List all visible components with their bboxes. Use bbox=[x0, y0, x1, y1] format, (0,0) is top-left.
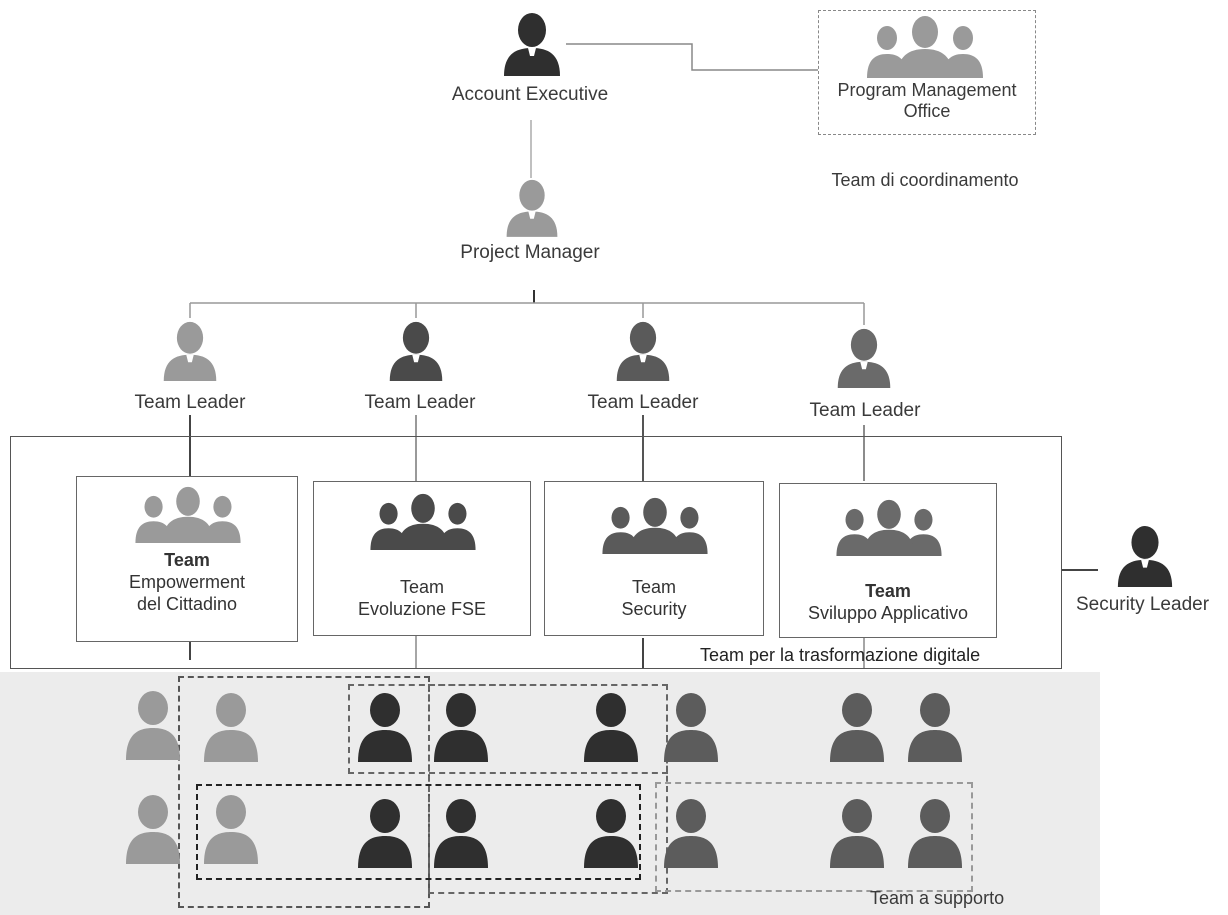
people-group-icon bbox=[867, 16, 983, 78]
team-leader-1-avatar bbox=[160, 318, 220, 387]
security-leader-avatar bbox=[1114, 522, 1176, 593]
support-person-icon bbox=[662, 796, 720, 873]
person-icon bbox=[837, 328, 891, 388]
person-icon bbox=[504, 13, 560, 76]
project-manager-avatar bbox=[503, 176, 561, 243]
digital-transformation-label: Team per la trasformazione digitale bbox=[700, 645, 981, 665]
person-icon bbox=[506, 179, 558, 237]
people-group-icon bbox=[836, 499, 942, 556]
project-manager-label: Project Manager bbox=[460, 242, 600, 263]
coordination-team-label: Team di coordinamento bbox=[831, 170, 1019, 190]
support-person-icon bbox=[124, 688, 182, 765]
team-empowerment-line3: del Cittadino bbox=[136, 594, 238, 614]
team-leader-2-avatar bbox=[386, 318, 446, 387]
team-security-line1: Team bbox=[631, 577, 676, 597]
person-icon bbox=[616, 321, 670, 381]
team-leader-2-label: Team Leader bbox=[364, 392, 476, 413]
account-executive-label: Account Executive bbox=[451, 84, 609, 105]
pmo-box bbox=[818, 10, 1036, 135]
support-person-icon bbox=[202, 690, 260, 767]
team-box-evoluzione: Team Evoluzione FSE bbox=[313, 481, 531, 636]
team-leader-4-label: Team Leader bbox=[809, 400, 921, 421]
team-sviluppo-line2: Sviluppo Applicativo bbox=[807, 603, 969, 623]
support-group-d bbox=[196, 784, 641, 880]
team-leader-1-label: Team Leader bbox=[134, 392, 246, 413]
person-icon bbox=[1117, 525, 1173, 587]
team-empowerment-line2: Empowerment bbox=[128, 572, 246, 592]
support-person-icon bbox=[828, 796, 886, 873]
team-evoluzione-line2: Evoluzione FSE bbox=[357, 599, 487, 619]
security-leader-label: Security Leader bbox=[1075, 594, 1210, 615]
team-sviluppo-line1: Team bbox=[865, 581, 911, 601]
team-box-sviluppo: Team Sviluppo Applicativo bbox=[779, 483, 997, 638]
account-executive-avatar bbox=[500, 10, 564, 81]
support-person-icon bbox=[356, 690, 414, 767]
pmo-group-avatar bbox=[865, 14, 985, 83]
team-box-security: Team Security bbox=[544, 481, 764, 636]
support-team-label: Team a supporto bbox=[870, 888, 1005, 908]
person-icon bbox=[389, 321, 443, 381]
support-area bbox=[0, 672, 1100, 915]
people-group-icon bbox=[135, 486, 241, 543]
digital-transformation-frame bbox=[10, 436, 1062, 669]
pmo-label: Program Management Office bbox=[837, 80, 1017, 121]
support-person-icon bbox=[356, 796, 414, 873]
people-group-icon bbox=[370, 493, 476, 550]
support-group-e bbox=[655, 782, 973, 892]
support-person-icon bbox=[906, 690, 964, 767]
support-person-icon bbox=[582, 796, 640, 873]
support-person-icon bbox=[124, 792, 182, 869]
support-person-icon bbox=[582, 690, 640, 767]
support-person-icon bbox=[662, 690, 720, 767]
support-person-icon bbox=[906, 796, 964, 873]
team-box-empowerment: Team Empowerment del Cittadino bbox=[76, 476, 298, 642]
support-person-icon bbox=[432, 796, 490, 873]
people-group-icon bbox=[602, 497, 708, 554]
team-evoluzione-line1: Team bbox=[399, 577, 444, 597]
person-icon bbox=[163, 321, 217, 381]
team-security-line2: Security bbox=[621, 599, 687, 619]
support-group-c bbox=[428, 684, 668, 894]
team-leader-3-avatar bbox=[613, 318, 673, 387]
team-empowerment-line1: Team bbox=[164, 550, 210, 570]
team-leader-4-avatar bbox=[834, 325, 894, 394]
support-person-icon bbox=[828, 690, 886, 767]
support-person-icon bbox=[432, 690, 490, 767]
team-leader-3-label: Team Leader bbox=[587, 392, 699, 413]
support-person-icon bbox=[202, 792, 260, 869]
